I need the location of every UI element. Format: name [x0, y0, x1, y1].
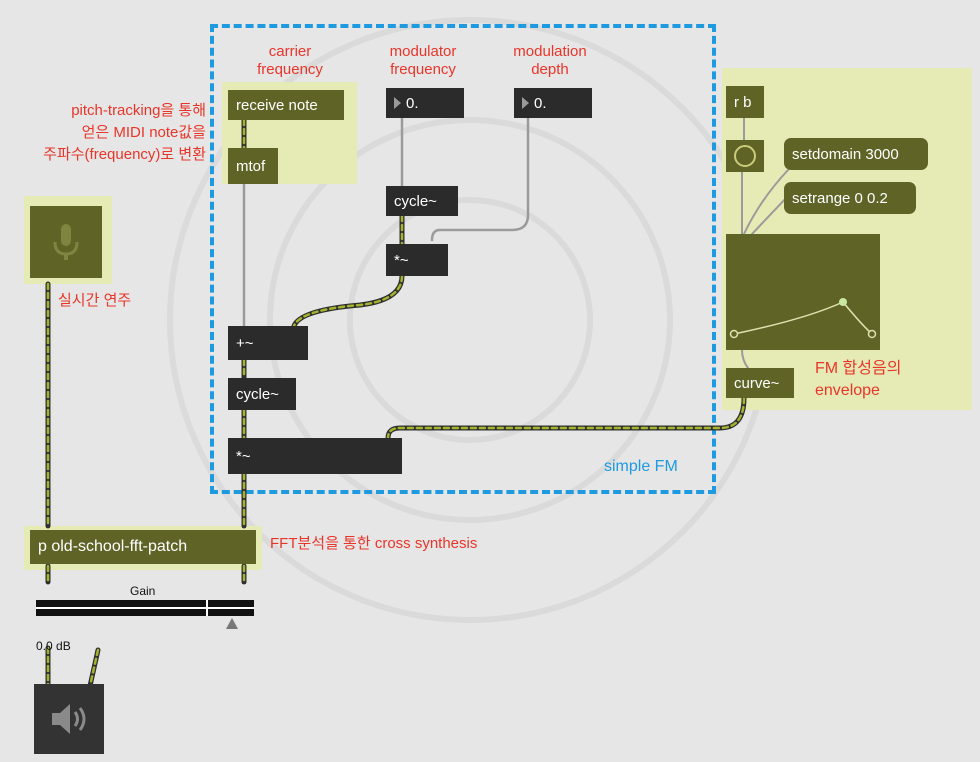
multiply-output-object[interactable]: *~: [228, 438, 402, 474]
setdomain-message[interactable]: setdomain 3000: [784, 138, 928, 170]
annotation-pitch-tracking: pitch-tracking을 통해 얻은 MIDI note값을 주파수(fr…: [43, 102, 206, 163]
modulation-depth-number[interactable]: 0.: [514, 88, 592, 118]
microphone-icon: [53, 224, 79, 260]
bang-button[interactable]: [726, 140, 764, 172]
fft-patch-object[interactable]: p old-school-fft-patch: [30, 530, 256, 564]
simple-fm-label: simple FM: [604, 458, 678, 475]
multiply-modulator-object[interactable]: *~: [386, 244, 448, 276]
annotation-modulator-frequency: modulator frequency: [389, 43, 457, 78]
wire-depth-mult: [430, 116, 530, 242]
plus-signal-object[interactable]: +~: [228, 326, 308, 360]
function-envelope-editor[interactable]: [726, 234, 880, 350]
gain-slider-thumb[interactable]: [206, 600, 208, 616]
number-triangle-icon: [394, 97, 401, 109]
mtof-object[interactable]: mtof: [228, 148, 278, 184]
curve-object[interactable]: curve~: [726, 368, 794, 398]
gain-slider[interactable]: [36, 600, 254, 616]
db-readout: 0.0 dB: [36, 639, 71, 653]
mic-input-object[interactable]: [30, 206, 102, 278]
annotation-fft: FFT분석을 통한 cross synthesis: [270, 535, 478, 552]
setrange-message[interactable]: setrange 0 0.2: [784, 182, 916, 214]
modulator-frequency-number[interactable]: 0.: [386, 88, 464, 118]
simple-fm-frame: [210, 24, 716, 494]
dac-output-object[interactable]: [34, 684, 104, 754]
annotation-fm-envelope: FM 합성음의 envelope: [815, 360, 902, 399]
cycle-modulator-object[interactable]: cycle~: [386, 186, 458, 216]
gain-label: Gain: [130, 584, 156, 598]
receive-b-object[interactable]: r b: [726, 86, 764, 118]
envelope-curve-graph: [729, 298, 877, 339]
number-triangle-icon: [522, 97, 529, 109]
bang-circle-icon: [734, 145, 756, 167]
wire-function-curve: [741, 349, 749, 369]
gain-pointer-icon: [226, 618, 238, 629]
receive-note-object[interactable]: receive note: [228, 90, 344, 120]
annotation-carrier-frequency: carrier frequency: [257, 43, 323, 78]
annotation-modulation-depth: modulation depth: [513, 43, 587, 78]
wire-setdomain-function: [743, 169, 789, 235]
cycle-carrier-object[interactable]: cycle~: [228, 378, 296, 410]
annotation-realtime: 실시간 연주: [58, 292, 132, 309]
wire-setrange-function: [751, 195, 789, 235]
gain-slider-line: [36, 607, 254, 609]
speaker-icon: [52, 704, 86, 734]
